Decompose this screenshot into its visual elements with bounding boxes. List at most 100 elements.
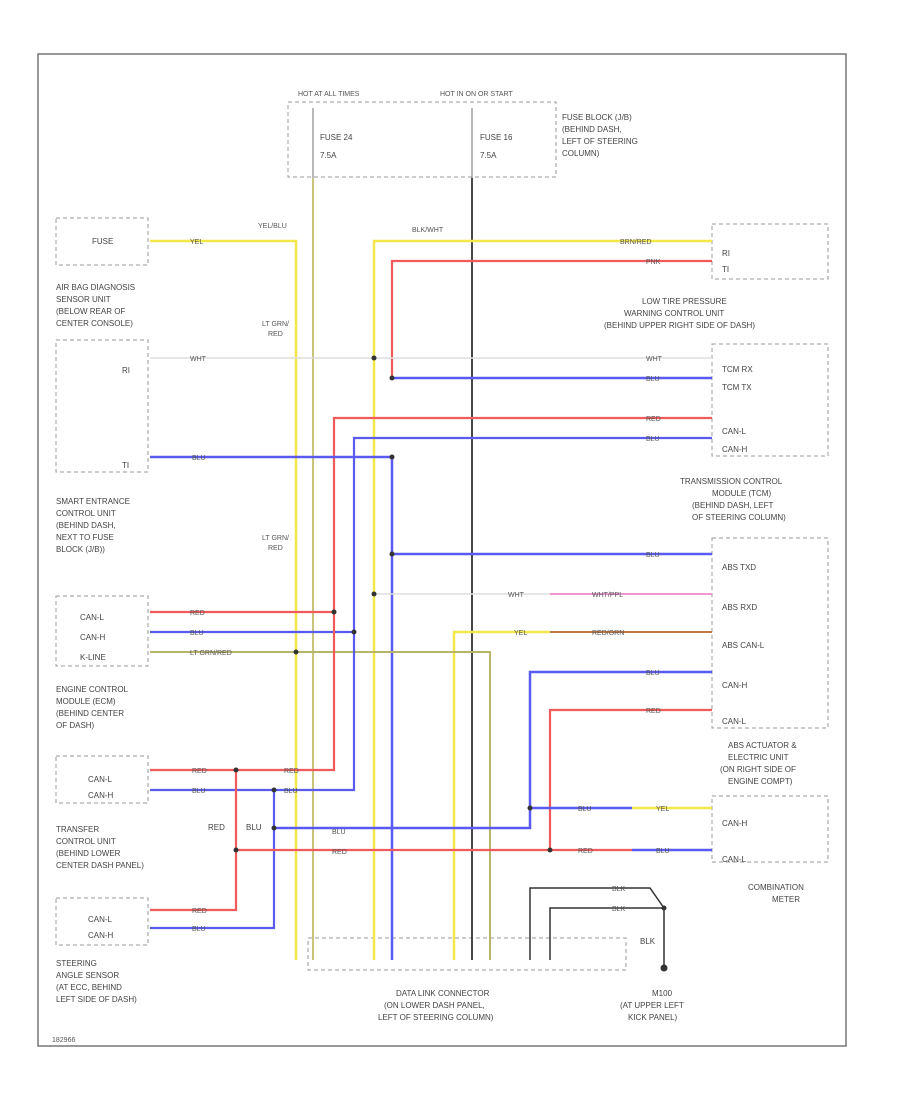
wire-olive-se-kline	[150, 651, 491, 960]
label-tcm-can-l: CAN-L	[722, 427, 747, 436]
label-wire-red-ecm: RED	[192, 768, 207, 775]
label-wire-blu-abs: BLU	[646, 552, 660, 559]
label-ground: M100 (AT UPPER LEFT KICK PANEL)	[620, 989, 686, 1022]
label-wire-blu-tr: BLU	[246, 823, 262, 832]
label-wire-red-abs2: RED	[646, 708, 661, 715]
fuse-block-box	[287, 101, 557, 178]
label-wire-red-st: RED	[192, 908, 207, 915]
label-smart-entrance: SMART ENTRANCE CONTROL UNIT (BEHIND DASH…	[56, 497, 132, 554]
label-abs-actuator: ABS ACTUATOR & ELECTRIC UNIT (ON RIGHT S…	[720, 741, 799, 786]
wire-red-ecm-canl	[150, 612, 336, 772]
label-wire-blu-st: BLU	[192, 926, 206, 933]
wire-blue-meter	[274, 806, 632, 830]
label-wire-red-cm: RED	[578, 848, 593, 855]
label-wire-brnred: BRN/RED	[620, 239, 652, 246]
label-wire-yelblu: YEL/BLU	[258, 223, 287, 230]
label-wire-red-mid: RED	[332, 849, 347, 856]
wire-red-low-tire	[390, 259, 712, 378]
label-low-tire: LOW TIRE PRESSURE WARNING CONTROL UNIT (…	[604, 297, 755, 330]
label-wire-blu-tcm: BLU	[646, 376, 660, 383]
label-wire-wht-tcm: WHT	[646, 356, 663, 363]
wire-black-ground-b	[549, 907, 665, 968]
label-se-can-h: CAN-H	[80, 633, 106, 642]
label-cm-can-l: CAN-L	[722, 855, 747, 864]
label-ri: RI	[122, 366, 130, 375]
label-wire-ltgrnred-b: LT GRN/ RED	[262, 535, 291, 552]
label-tcm-tx: TCM TX	[722, 383, 752, 392]
label-hot-at-all-times: HOT AT ALL TIMES	[298, 91, 360, 98]
label-ground-blk: BLK	[640, 937, 656, 946]
label-fuse16: FUSE 16	[480, 133, 513, 142]
label-ecm-can-h: CAN-H	[88, 791, 114, 800]
label-ecm-can-l: CAN-L	[88, 775, 113, 784]
label-wire-blk-g2: BLK	[612, 906, 626, 913]
label-ti: TI	[122, 461, 129, 470]
label-wire-red-tcm: RED	[646, 416, 661, 423]
ecm-box	[55, 755, 149, 804]
label-wire-blu-ecm: BLU	[192, 788, 206, 795]
label-abs-rxd: ABS RXD	[722, 603, 757, 612]
label-wire-yel-abs: YEL	[514, 630, 527, 637]
label-wire-wht-abs: WHT	[508, 592, 525, 599]
label-wire-red-se: RED	[190, 610, 205, 617]
label-wire-redgrn: RED/GRN	[592, 630, 624, 637]
label-wire-yel-fuse: YEL	[190, 239, 203, 246]
label-wire-ltgrnred-se: LT GRN/RED	[190, 650, 232, 657]
wire-red-tcm-canl	[332, 416, 712, 612]
label-tcm-can-h: CAN-H	[722, 445, 748, 454]
label-fuse24-amp: 7.5A	[320, 151, 337, 160]
wire-red-transfer-a	[150, 770, 238, 912]
label-abs-can-l: ABS CAN-L	[722, 641, 765, 650]
label-wire-yel-cm: YEL	[656, 806, 669, 813]
label-hot-in-on: HOT IN ON OR START	[440, 91, 513, 98]
label-abs-txd: ABS TXD	[722, 563, 756, 572]
label-wire-blu-tcm2: BLU	[646, 436, 660, 443]
label-tcm-rx: TCM RX	[722, 365, 753, 374]
label-wire-blu-abs2: BLU	[646, 670, 660, 677]
label-abs-can-l2: CAN-L	[722, 717, 747, 726]
label-abs-can-h: CAN-H	[722, 681, 748, 690]
splice-points	[233, 355, 668, 972]
tcm-box	[711, 343, 829, 457]
label-wire-blu-ecm2: BLU	[284, 788, 298, 795]
abs-box	[711, 537, 829, 729]
wire-blue-tcm-canh	[352, 436, 712, 632]
label-tr-can-h: CAN-H	[88, 931, 114, 940]
wire-blue-ti	[150, 455, 394, 960]
label-tcm: TRANSMISSION CONTROL MODULE (TCM) (BEHIN…	[680, 477, 786, 522]
label-wire-blkwht: BLK/WHT	[412, 227, 444, 234]
label-wire-blu-cm: BLU	[578, 806, 592, 813]
label-cm-can-h: CAN-H	[722, 819, 748, 828]
combination-meter-box	[711, 795, 829, 863]
wire-blue-ecm-canh	[150, 632, 356, 792]
label-wire-wht-ri: WHT	[190, 356, 207, 363]
label-wire-blu-mid: BLU	[332, 829, 346, 836]
label-se-can-l: CAN-L	[80, 613, 105, 622]
label-wire-blu-cm2: BLU	[656, 848, 670, 855]
label-wire-blu-ti: BLU	[192, 455, 206, 462]
wire-yellow-low-tire	[372, 239, 712, 960]
label-fuse: FUSE	[92, 237, 113, 246]
label-ecm: ENGINE CONTROL MODULE (ECM) (BEHIND CENT…	[56, 685, 130, 730]
data-link-box	[307, 937, 627, 971]
label-wire-red-tr: RED	[208, 823, 225, 832]
label-wire-blk-g1: BLK	[612, 886, 626, 893]
label-lt-ti: TI	[722, 265, 729, 274]
label-fuse24: FUSE 24	[320, 133, 353, 142]
label-wire-blu-se: BLU	[190, 630, 204, 637]
label-combination-meter: COMBINATION METER	[748, 883, 806, 904]
low-tire-box	[711, 223, 829, 280]
label-se-k-line: K-LINE	[80, 653, 106, 662]
wire-yellow-fuse	[150, 239, 298, 960]
label-wire-red-ecm2: RED	[284, 768, 299, 775]
label-fuse-block: FUSE BLOCK (J/B) (BEHIND DASH, LEFT OF S…	[562, 113, 640, 158]
label-transfer: TRANSFER CONTROL UNIT (BEHIND LOWER CENT…	[56, 825, 144, 870]
label-fuse16-amp: 7.5A	[480, 151, 497, 160]
corner-code: 182966	[52, 1037, 75, 1044]
label-air-bag: AIR BAG DIAGNOSIS SENSOR UNIT (BELOW REA…	[56, 283, 137, 328]
label-lt-ri: RI	[722, 249, 730, 258]
wire-red-abs-canl2	[548, 708, 712, 850]
wire-black-ground-a	[529, 887, 665, 960]
label-wire-whtppl: WHT/PPL	[592, 592, 623, 599]
